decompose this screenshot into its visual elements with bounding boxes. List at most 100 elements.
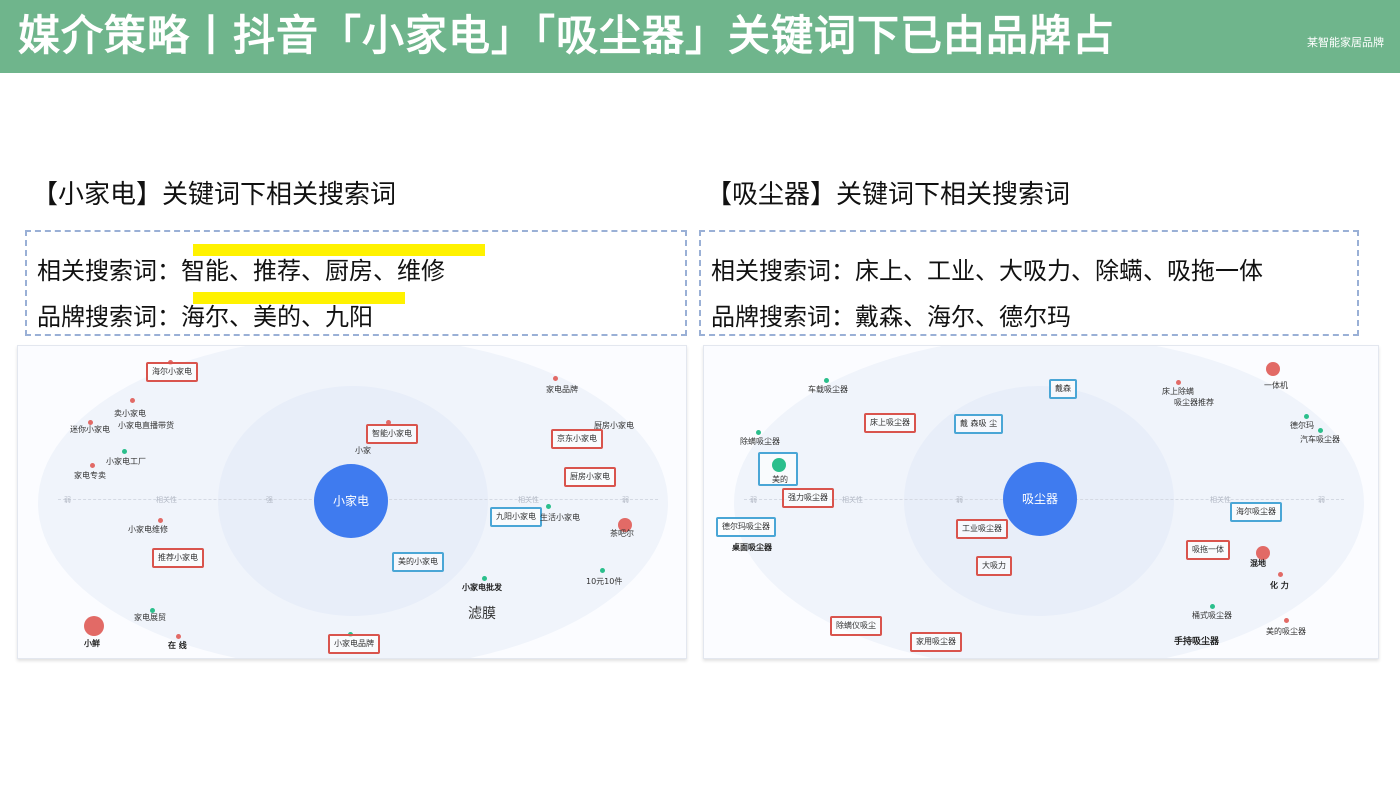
keyword-node: 床上除螨: [1162, 387, 1194, 396]
right-keyword-map: 弱 相关性 弱 相关性 弱 吸尘器 车载吸尘器 戴森 床上除螨 吸尘器推荐 一体…: [703, 345, 1379, 659]
axis-label: 弱: [622, 496, 629, 504]
keyword-node: 厨房小家电: [594, 421, 634, 430]
left-info-box: 相关搜索词：智能、推荐、厨房、维修 品牌搜索词：海尔、美的、九阳: [25, 230, 687, 336]
keyword-node: 生活小家电: [540, 513, 580, 522]
highlight-related: [193, 244, 485, 256]
keyword-node: 桶式吸尘器: [1192, 611, 1232, 620]
keyword-node: 小鲜: [84, 639, 100, 648]
node-dot: [1284, 618, 1289, 623]
keyword-node: 一体机: [1264, 381, 1288, 390]
node-dot: [84, 616, 104, 636]
keyword-node: 推荐小家电: [152, 548, 204, 568]
keyword-node: 滤膜: [468, 606, 496, 622]
keyword-node: 车载吸尘器: [808, 385, 848, 394]
right-brand-terms: 品牌搜索词：戴森、海尔、德尔玛: [711, 303, 1071, 331]
keyword-node: 大吸力: [976, 556, 1012, 576]
node-dot: [150, 608, 155, 613]
keyword-node: 德尔玛: [1290, 421, 1314, 430]
keyword-node: 迷你小家电: [70, 425, 110, 434]
node-dot: [482, 576, 487, 581]
keyword-node: 小家电维修: [128, 525, 168, 534]
keyword-node: 智能小家电: [366, 424, 418, 444]
keyword-node: 除螨吸尘器: [740, 437, 780, 446]
keyword-node: 混地: [1250, 559, 1266, 568]
keyword-node: 家电专卖: [74, 471, 106, 480]
page-title: 媒介策略丨抖音「小家电」「吸尘器」关键词下已由品牌占: [18, 11, 1116, 60]
node-dot: [600, 568, 605, 573]
keyword-node: 茶吧尔: [610, 529, 634, 538]
node-dot: [618, 518, 632, 532]
keyword-node: 吸拖一体: [1186, 540, 1230, 560]
keyword-node: 戴森: [1049, 379, 1077, 399]
keyword-node: 德尔玛吸尘器: [716, 517, 776, 537]
node-dot: [1304, 414, 1309, 419]
keyword-node: 家电品牌: [546, 385, 578, 394]
right-info-box: 相关搜索词：床上、工业、大吸力、除螨、吸拖一体 品牌搜索词：戴森、海尔、德尔玛: [699, 230, 1359, 336]
node-dot: [1176, 380, 1181, 385]
keyword-node: 美的: [758, 452, 798, 486]
node-dot: [130, 398, 135, 403]
keyword-node: 厨房小家电: [564, 467, 616, 487]
node-dot: [756, 430, 761, 435]
node-dot: [386, 420, 391, 425]
node-dot: [90, 463, 95, 468]
node-dot: [1266, 362, 1280, 376]
axis-label: 相关性: [518, 496, 539, 504]
hub-node: 小家电: [314, 464, 388, 538]
keyword-node: 海尔小家电: [146, 362, 198, 382]
keyword-node: 小家电品牌: [328, 634, 380, 654]
node-dot: [1256, 546, 1270, 560]
keyword-node: 汽车吸尘器: [1300, 435, 1340, 444]
left-brand-terms: 品牌搜索词：海尔、美的、九阳: [37, 303, 373, 331]
axis-label: 弱: [1318, 496, 1325, 504]
node-dot: [1318, 428, 1323, 433]
right-section-title: 【吸尘器】关键词下相关搜索词: [706, 180, 1071, 210]
keyword-node: 10元10件: [586, 577, 623, 586]
node-dot: [772, 458, 786, 472]
keyword-node: 美的吸尘器: [1266, 627, 1306, 636]
left-related-terms: 相关搜索词：智能、推荐、厨房、维修: [37, 257, 445, 285]
node-dot: [553, 376, 558, 381]
node-dot: [1210, 604, 1215, 609]
keyword-node: 强力吸尘器: [782, 488, 834, 508]
node-dot: [176, 634, 181, 639]
axis-label: 相关性: [1210, 496, 1231, 504]
highlight-brands: [193, 292, 405, 304]
keyword-node: 小家电批发: [462, 583, 502, 592]
axis-label: 弱: [750, 496, 757, 504]
brand-label: 某智能家居品牌: [1307, 36, 1384, 49]
keyword-node: 工业吸尘器: [956, 519, 1008, 539]
keyword-node: 化 力: [1270, 581, 1289, 590]
keyword-node: 京东小家电: [551, 429, 603, 449]
axis-label: 强: [266, 496, 273, 504]
left-keyword-map: 弱 相关性 强 相关性 弱 小家电 海尔小家电 卖小家电 小家电直播带货 迷你小…: [17, 345, 687, 659]
left-section-title: 【小家电】关键词下相关搜索词: [32, 180, 397, 210]
keyword-node: 吸尘器推荐: [1174, 398, 1214, 407]
keyword-node: 在 线: [168, 641, 187, 650]
axis-label: 相关性: [156, 496, 177, 504]
keyword-node: 美的小家电: [392, 552, 444, 572]
node-dot: [1278, 572, 1283, 577]
node-dot: [546, 504, 551, 509]
node-dot: [158, 518, 163, 523]
keyword-node: 家电展贸: [134, 613, 166, 622]
axis-label: 弱: [64, 496, 71, 504]
hub-node: 吸尘器: [1003, 462, 1077, 536]
keyword-node: 床上吸尘器: [864, 413, 916, 433]
keyword-node: 除螨仪吸尘: [830, 616, 882, 636]
keyword-node: 小家: [355, 446, 371, 455]
header-bar: 媒介策略丨抖音「小家电」「吸尘器」关键词下已由品牌占 某智能家居品牌: [0, 0, 1400, 73]
keyword-node: 小家电工厂: [106, 457, 146, 466]
keyword-node: 戴 森吸 尘: [954, 414, 1004, 434]
node-dot: [88, 420, 93, 425]
keyword-node: 桌面吸尘器: [732, 543, 772, 552]
keyword-node: 卖小家电: [114, 409, 146, 418]
keyword-node: 家用吸尘器: [910, 632, 962, 652]
keyword-label: 美的: [772, 475, 788, 484]
node-dot: [824, 378, 829, 383]
node-dot: [122, 449, 127, 454]
axis-label: 相关性: [842, 496, 863, 504]
axis-label: 弱: [956, 496, 963, 504]
keyword-node: 九阳小家电: [490, 507, 542, 527]
